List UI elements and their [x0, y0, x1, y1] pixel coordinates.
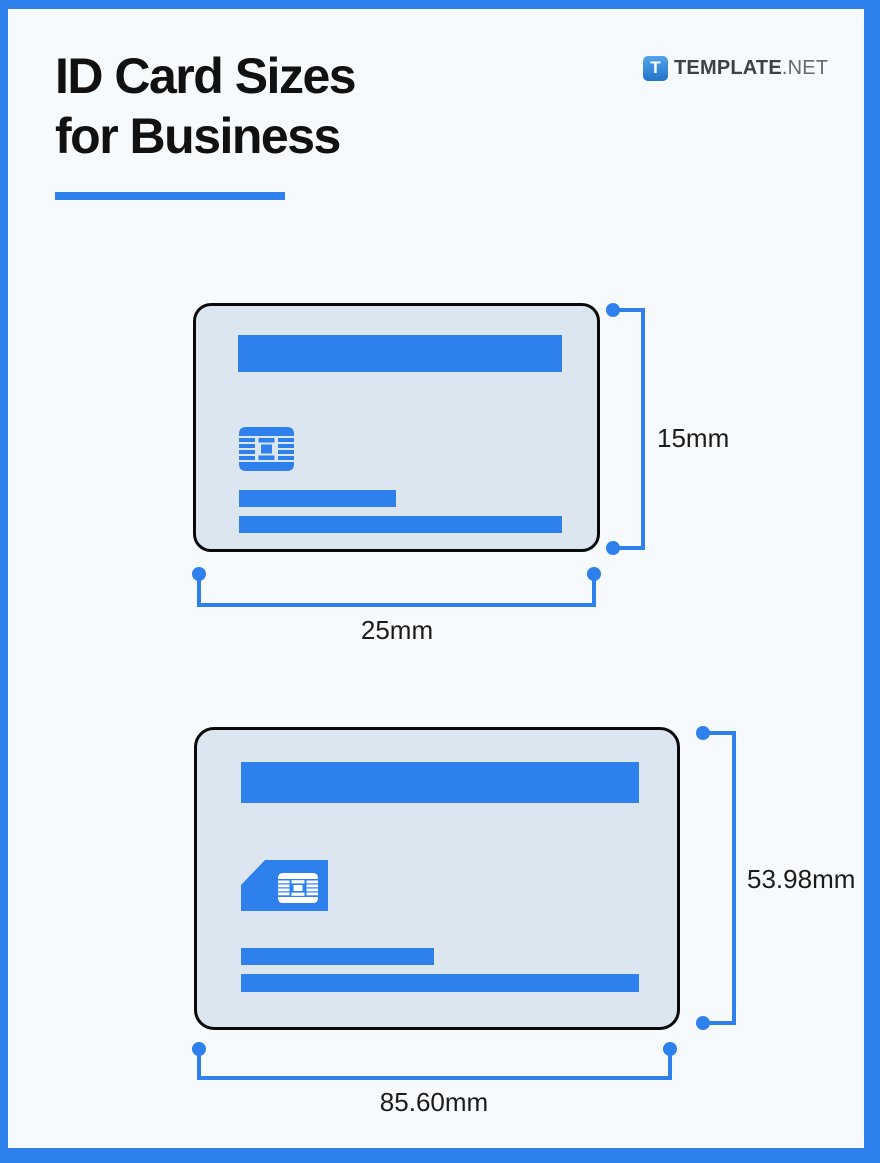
- sim-card-icon: [241, 860, 328, 911]
- standard-id-card-figure: [194, 727, 680, 1030]
- bracket-line: [197, 1049, 201, 1080]
- bracket-line: [732, 731, 736, 1025]
- bracket-line: [613, 546, 645, 550]
- logo-t-badge-icon: T: [643, 55, 668, 81]
- logo-brand-primary: TEMPLATE: [674, 56, 782, 79]
- bracket-line: [641, 308, 645, 550]
- card-text-placeholder-bar: [239, 490, 396, 507]
- card-text-placeholder-bar: [239, 516, 562, 533]
- bracket-line: [668, 1049, 672, 1080]
- logo-brand-secondary: .NET: [781, 56, 829, 79]
- bracket-line: [592, 574, 596, 607]
- card-title-placeholder-bar: [238, 335, 562, 372]
- small-id-card-figure: [193, 303, 600, 552]
- emv-chip-icon: [239, 427, 294, 471]
- template-net-logo: T TEMPLATE.NET: [643, 55, 828, 81]
- page-border-right: [864, 0, 880, 1163]
- bracket-line: [703, 731, 736, 735]
- small-card-height-label: 15mm: [657, 423, 730, 453]
- page-title-line2: for Business: [55, 108, 341, 164]
- bracket-line: [197, 574, 201, 607]
- small-card-width-label: 25mm: [360, 615, 434, 645]
- card-text-placeholder-bar: [241, 948, 434, 965]
- page-border-top: [0, 0, 880, 9]
- standard-card-height-label: 53.98mm: [747, 864, 856, 894]
- page-border-left: [0, 0, 8, 1163]
- bracket-line: [703, 1021, 736, 1025]
- bracket-line: [197, 603, 596, 607]
- title-underline-accent: [55, 192, 285, 200]
- page-border-bottom: [0, 1148, 880, 1163]
- card-text-placeholder-bar: [241, 974, 639, 992]
- bracket-line: [613, 308, 645, 312]
- bracket-line: [197, 1076, 672, 1080]
- page-title-line1: ID Card Sizes: [55, 48, 357, 104]
- logo-wordmark: TEMPLATE.NET: [674, 57, 828, 80]
- standard-card-width-label: 85.60mm: [379, 1087, 489, 1117]
- page-title: ID Card Sizes for Business: [55, 46, 357, 166]
- card-title-placeholder-bar: [241, 762, 639, 803]
